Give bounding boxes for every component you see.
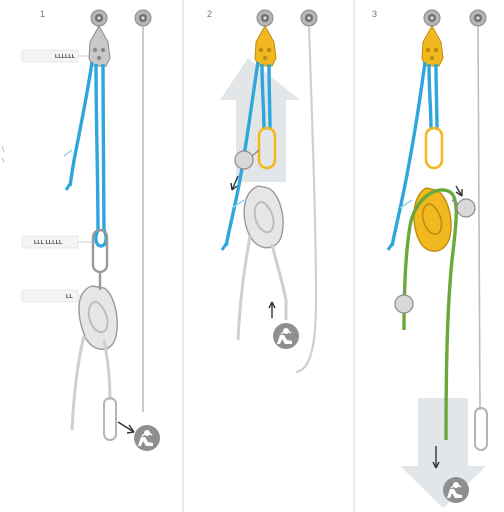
tag-label-top-text: LLLLLL [55, 54, 76, 60]
edge-fragment [2, 146, 4, 162]
anchor-bolt-icon [91, 10, 107, 26]
tag-label-mid: LLL LLLLL [22, 236, 92, 248]
gray-rope [72, 336, 84, 430]
anchor-bolt-icon [470, 10, 486, 26]
tag-label-low-text: LL [66, 294, 73, 300]
panel-number-2: 2 [207, 9, 212, 19]
panel-3 [388, 10, 487, 508]
rope-grab-icon [395, 288, 413, 313]
rescued-person-icon [443, 477, 469, 503]
down-arrow-icon [400, 398, 486, 508]
panel-number-3: 3 [372, 9, 377, 19]
descender-device-icon [414, 188, 451, 251]
tag-label-top: LLLLLL [22, 50, 94, 62]
anchor-bolt-icon [135, 10, 151, 26]
rescued-person-icon [273, 323, 299, 349]
gray-rope [238, 236, 250, 340]
tag-label-mid-text: LLL LLLLL [34, 240, 63, 246]
panel-2 [220, 10, 317, 372]
descender-device-icon [79, 286, 117, 349]
anchor-bolt-icon [301, 10, 317, 26]
panel-number-1: 1 [40, 9, 45, 19]
blue-rope [70, 62, 92, 186]
anchor-bolt-icon [257, 10, 273, 26]
panel-1: LLLLLL LLL LLLLL LL [22, 10, 160, 451]
carabiner-icon [426, 128, 442, 168]
rescued-person-icon [134, 425, 160, 451]
anchor-bolt-icon [424, 10, 440, 26]
